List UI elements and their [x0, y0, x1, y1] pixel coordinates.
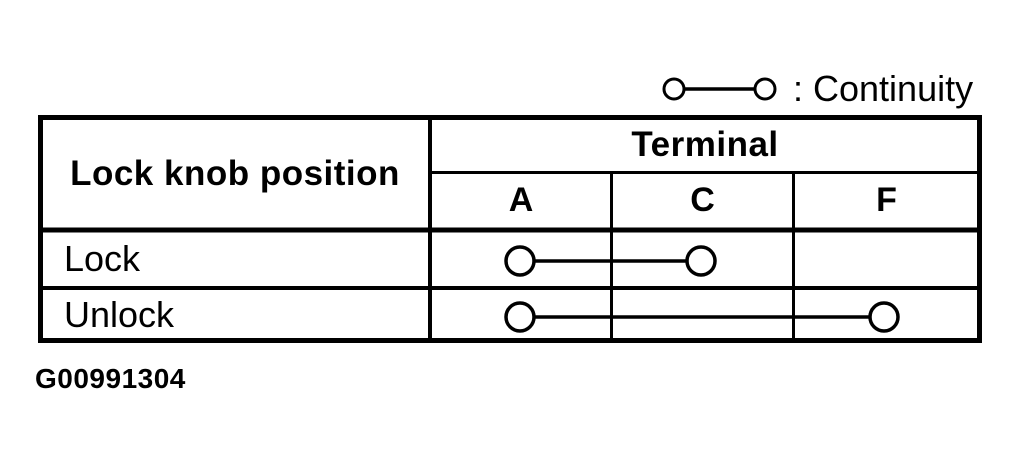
terminal-column-header-c: C: [690, 181, 715, 219]
row-label-unlock: Unlock: [64, 293, 175, 335]
legend-label: : Continuity: [793, 68, 974, 109]
continuity-symbol-icon: [662, 77, 777, 101]
continuity-marks: [504, 245, 900, 333]
terminal-column-header-f: F: [876, 181, 897, 219]
figure-id: G00991304: [35, 363, 186, 394]
row-header-lock-knob-position: Lock knob position: [70, 153, 400, 193]
continuity-legend: : Continuity: [658, 64, 973, 114]
terminal-group-header: Terminal: [631, 125, 779, 164]
table-border-lines: [38, 115, 982, 343]
row-label-lock: Lock: [64, 238, 141, 279]
terminal-column-header-a: A: [508, 181, 534, 219]
